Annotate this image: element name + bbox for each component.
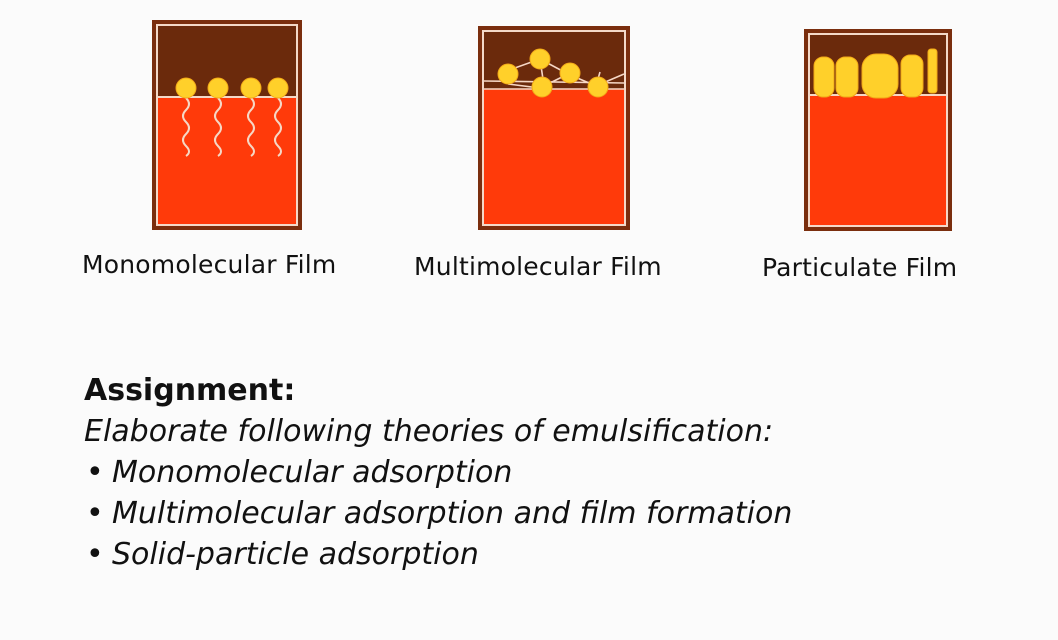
assignment-heading: Assignment:	[84, 373, 296, 408]
list-item: Monomolecular adsorption	[84, 452, 792, 493]
particulate-film-caption: Particulate Film	[762, 253, 958, 282]
assignment-intro: Elaborate following theories of emulsifi…	[84, 414, 774, 449]
multimolecular-film-caption: Multimolecular Film	[414, 252, 662, 281]
monomolecular-film-caption: Monomolecular Film	[82, 250, 337, 279]
particulate-film-diagram	[804, 29, 952, 231]
list-item: Multimolecular adsorption and film forma…	[84, 493, 792, 534]
assignment-block: Assignment: Elaborate following theories…	[84, 370, 792, 575]
multimolecular-film-diagram	[478, 26, 630, 230]
theory-list: Monomolecular adsorption Multimolecular …	[84, 452, 792, 575]
list-item: Solid-particle adsorption	[84, 534, 792, 575]
monomolecular-film-diagram	[152, 20, 302, 230]
